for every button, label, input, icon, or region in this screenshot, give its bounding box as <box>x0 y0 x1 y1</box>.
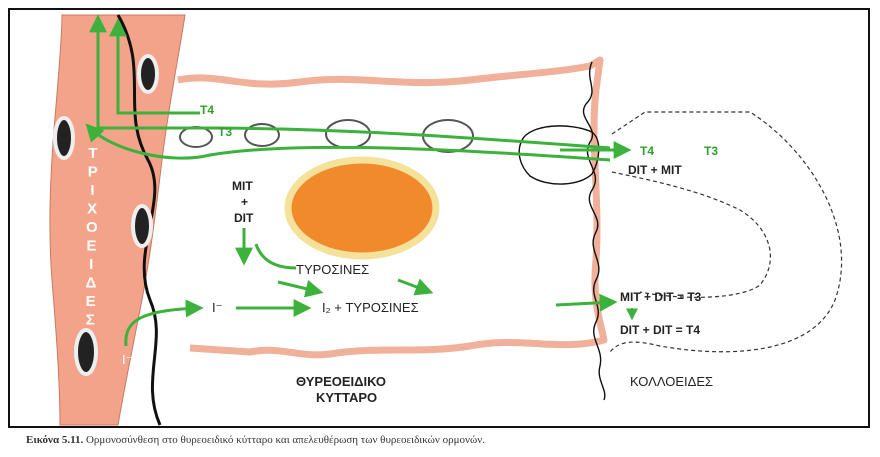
label-t4-top: T4 <box>200 103 214 117</box>
label-cell-name-1: ΘΥΡΕΟΕΙΔΙΚΟ <box>296 374 386 389</box>
label-mit: MIT <box>232 179 253 193</box>
vessel-label-letter: Ι <box>90 182 94 199</box>
caption-text: Ορμονοσύνθεση στο θυρεοειδικό κύτταρο κα… <box>86 434 485 446</box>
arrow-to-i2 <box>278 282 320 292</box>
vesicle <box>180 127 212 147</box>
endothelial-nucleus <box>76 330 96 374</box>
figure-caption: Εικόνα 5.11. Ορμονοσύνθεση στο θυρεοειδι… <box>26 434 485 446</box>
vessel-label-letter: Ε <box>86 238 96 255</box>
vessel-label-letter: Ρ <box>88 164 98 181</box>
vesicle <box>326 120 370 148</box>
label-dit-dit-t4: DIT + DIT = T4 <box>620 323 700 337</box>
endothelial-nucleus <box>139 56 157 92</box>
vessel-label-letter: Ε <box>86 293 96 310</box>
label-dit: DIT <box>234 211 254 225</box>
vessel-label-letter: Δ <box>86 275 97 292</box>
label-t4-right: T4 <box>640 144 654 158</box>
label-dit-mit-right: DIT + MIT <box>628 163 682 177</box>
label-iodide-vessel: I⁻ <box>122 352 132 367</box>
label-tyrosines: ΤΥΡΟΣΙΝΕΣ <box>296 262 369 277</box>
label-colloid: ΚΟΛΛΟΕΙΔΕΣ <box>630 374 713 389</box>
label-iodide-cell: I⁻ <box>212 300 222 315</box>
vessel-label-letter: Ι <box>89 256 93 273</box>
label-t3-top: T3 <box>218 125 232 139</box>
label-cell-name-2: ΚΥΤΤΑΡΟ <box>316 390 377 405</box>
vessel-label-letter: Τ <box>88 145 97 162</box>
arrow-tyrosines-right <box>398 280 430 292</box>
vessel-label-letter: Ο <box>86 219 98 236</box>
arrow-to-colloid <box>556 302 614 305</box>
label-mit-dit-t3: MIT + DIT = T3 <box>620 290 702 304</box>
vessel-label-letter: Χ <box>87 201 97 218</box>
endothelial-nucleus <box>55 118 73 158</box>
label-plus: + <box>241 195 248 209</box>
arrow-dit-to-tyrosines <box>256 244 296 268</box>
nucleus <box>288 160 436 256</box>
label-t3-right: T3 <box>704 144 718 158</box>
vessel-label-letter: Σ <box>86 312 95 329</box>
endothelial-nucleus <box>133 206 151 246</box>
caption-label: Εικόνα 5.11. <box>26 434 83 446</box>
label-iodine-tyrosines: I₂ + ΤΥΡΟΣΙΝΕΣ <box>322 300 419 315</box>
